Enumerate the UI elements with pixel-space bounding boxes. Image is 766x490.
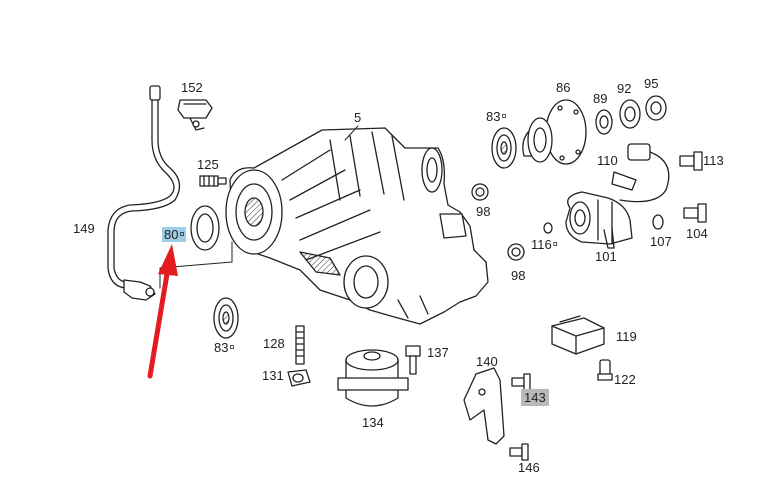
breather-hose-149[interactable] <box>107 85 181 301</box>
part-label-137[interactable]: 137 <box>427 345 449 360</box>
seal-ring-80[interactable] <box>190 205 220 251</box>
flange-86[interactable] <box>522 99 587 165</box>
part-label-134[interactable]: 134 <box>362 415 384 430</box>
part-label-122[interactable]: 122 <box>614 372 636 387</box>
part-label-104[interactable]: 104 <box>686 226 708 241</box>
clip-152[interactable] <box>177 99 213 131</box>
part-label-119[interactable]: 119 <box>616 329 637 344</box>
part-label-125[interactable]: 125 <box>197 157 219 172</box>
part-label-140[interactable]: 140 <box>476 354 498 369</box>
nut-131[interactable] <box>287 369 311 387</box>
part-label-149[interactable]: 149 <box>73 221 95 236</box>
washer-107[interactable] <box>652 214 664 230</box>
bolt-146[interactable] <box>509 443 529 461</box>
leader-line <box>344 125 359 141</box>
stud-128[interactable] <box>295 325 305 365</box>
part-label-98-bottom[interactable]: 98 <box>511 268 526 283</box>
part-label-152[interactable]: 152 <box>181 80 203 95</box>
bolt-104[interactable] <box>683 203 707 223</box>
bolt-125[interactable] <box>199 175 227 187</box>
part-label-131[interactable]: 131 <box>262 368 284 383</box>
washer-92[interactable] <box>619 99 641 129</box>
connector-110[interactable] <box>611 143 670 203</box>
bracket-140[interactable] <box>463 367 505 445</box>
part-label-146[interactable]: 146 <box>518 460 540 475</box>
bolt-143[interactable] <box>511 373 531 391</box>
seal-83-bottom[interactable] <box>213 297 239 339</box>
control-unit-119[interactable] <box>551 315 605 355</box>
bolt-113[interactable] <box>679 151 703 171</box>
leader-line <box>159 241 233 289</box>
mark-symbol: ¤ <box>501 111 507 121</box>
transfer-case-5[interactable] <box>225 127 489 325</box>
part-label-113[interactable]: 113 <box>703 153 724 168</box>
plug-98-bottom[interactable] <box>507 243 525 261</box>
part-label-110[interactable]: 110 <box>597 153 618 168</box>
plug-98-top[interactable] <box>471 183 489 201</box>
part-label-116[interactable]: 116¤ <box>531 237 558 252</box>
sensor-122[interactable] <box>597 359 613 381</box>
mark-symbol: ¤ <box>179 229 185 239</box>
actuator-motor-101[interactable] <box>565 191 633 249</box>
part-label-83-top[interactable]: 83¤ <box>486 109 507 124</box>
arrow-pointer-icon <box>147 244 178 379</box>
part-label-98-top[interactable]: 98 <box>476 204 491 219</box>
mark-symbol: ¤ <box>552 239 558 249</box>
washer-89[interactable] <box>595 109 613 135</box>
part-label-5[interactable]: 5 <box>354 110 362 125</box>
washer-116[interactable] <box>543 222 553 234</box>
part-label-86[interactable]: 86 <box>556 80 571 95</box>
seal-83-top[interactable] <box>491 127 517 169</box>
part-label-92[interactable]: 92 <box>617 81 632 96</box>
part-label-83-bottom[interactable]: 83¤ <box>214 340 235 355</box>
nut-95[interactable] <box>645 95 667 121</box>
part-label-128[interactable]: 128 <box>263 336 285 351</box>
part-label-89[interactable]: 89 <box>593 91 608 106</box>
part-label-95[interactable]: 95 <box>644 76 659 91</box>
part-label-101[interactable]: 101 <box>595 249 617 264</box>
bolt-137[interactable] <box>405 345 421 375</box>
mark-symbol: ¤ <box>229 342 235 352</box>
part-label-80[interactable]: 80¤ <box>162 227 187 242</box>
part-label-143[interactable]: 143 <box>521 389 549 406</box>
part-label-107[interactable]: 107 <box>650 234 672 249</box>
mount-134[interactable] <box>337 349 409 407</box>
